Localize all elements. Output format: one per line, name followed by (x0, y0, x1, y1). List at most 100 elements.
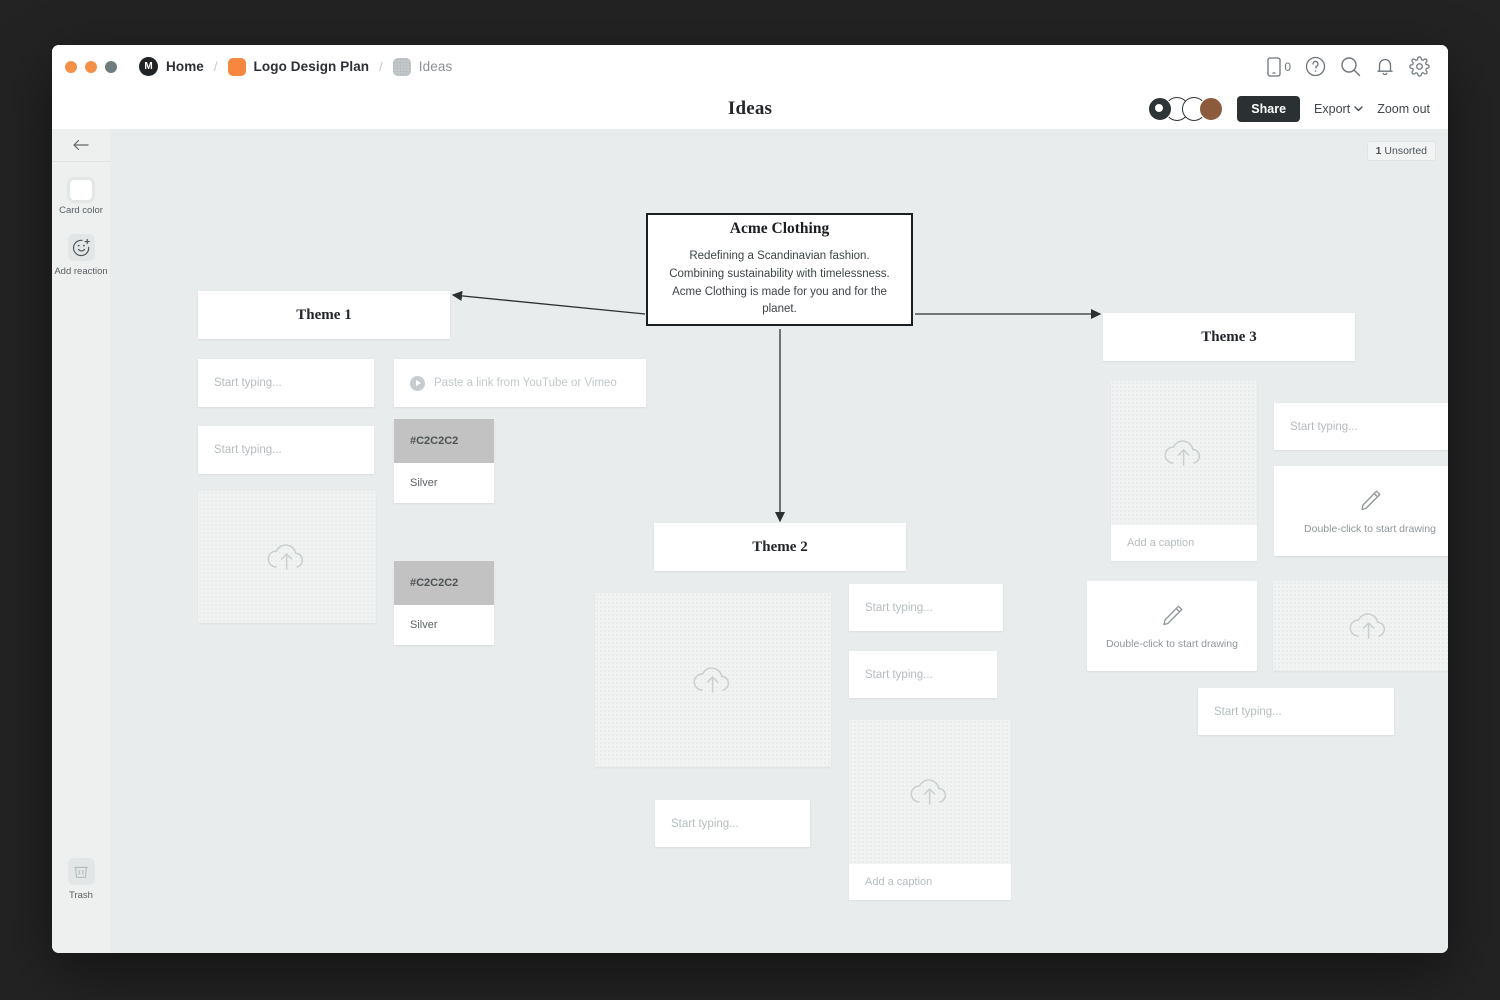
drawing-card-theme3-a[interactable]: Double-click to start drawing (1274, 466, 1448, 556)
tool-add-reaction[interactable]: Add reaction (52, 234, 110, 277)
breadcrumb-label-logo-design-plan: Logo Design Plan (253, 59, 370, 74)
page-title: Ideas (727, 97, 773, 119)
image-drop-zone[interactable] (1111, 381, 1257, 525)
trash-label: Trash (69, 889, 93, 901)
title-bar-actions: 0 (1267, 56, 1430, 77)
gear-icon[interactable] (1409, 56, 1430, 77)
theme-card-1[interactable]: Theme 1 (198, 291, 450, 339)
unsorted-count: 1 (1375, 145, 1382, 157)
root-card-title: Acme Clothing (729, 219, 830, 237)
text-card-theme1-b[interactable]: Start typing... (198, 426, 374, 474)
cloud-upload-icon (1164, 440, 1201, 466)
breadcrumb-item-home[interactable]: M Home (139, 57, 204, 76)
export-button[interactable]: Export (1314, 102, 1363, 116)
root-card-acme-clothing[interactable]: Acme Clothing Redefining a Scandinavian … (646, 213, 913, 326)
pencil-icon (1163, 605, 1183, 625)
breadcrumb-label-ideas: Ideas (418, 59, 453, 74)
image-caption-theme2[interactable]: Add a caption (849, 864, 1011, 900)
image-card-theme3-captioned[interactable]: Add a caption (1111, 381, 1257, 561)
text-card-theme3-a[interactable]: Start typing... (1274, 403, 1448, 450)
breadcrumb-item-logo-design-plan[interactable]: Logo Design Plan (227, 57, 370, 76)
placeholder-start-typing: Start typing... (1214, 705, 1282, 718)
connector-root-to-theme1 (451, 290, 646, 315)
cloud-upload-icon (1349, 613, 1386, 639)
text-card-theme3-b[interactable]: Start typing... (1198, 688, 1394, 735)
image-drop-zone[interactable] (849, 720, 1011, 864)
text-card-theme2-a[interactable]: Start typing... (849, 584, 1003, 631)
cloud-upload-icon (910, 779, 947, 805)
tool-label-add-reaction: Add reaction (54, 266, 108, 278)
play-circle-icon (410, 375, 425, 391)
orange-board-icon (227, 57, 246, 76)
breadcrumb-separator: / (379, 59, 383, 74)
text-card-theme1-a[interactable]: Start typing... (198, 359, 374, 407)
milanote-logo-icon: M (139, 57, 158, 76)
placeholder-start-typing: Start typing... (865, 601, 933, 614)
image-caption-theme3[interactable]: Add a caption (1111, 525, 1257, 561)
placeholder-start-typing: Start typing... (214, 377, 282, 389)
text-card-theme2-b[interactable]: Start typing... (849, 651, 997, 698)
cloud-upload-icon (693, 667, 730, 693)
collaborator-avatars[interactable] (1148, 96, 1224, 121)
link-card-theme1[interactable]: Paste a link from YouTube or Vimeo (394, 359, 646, 407)
theme-card-3[interactable]: Theme 3 (1103, 313, 1355, 361)
title-bar: M Home / Logo Design Plan / Ideas (52, 45, 1448, 88)
help-icon[interactable] (1305, 56, 1326, 77)
chevron-down-icon (1354, 105, 1363, 111)
color-swatch-card-2[interactable]: #C2C2C2 Silver (394, 561, 494, 645)
placeholder-start-typing: Start typing... (1290, 420, 1358, 433)
app-window: M Home / Logo Design Plan / Ideas (52, 45, 1448, 953)
unsorted-label: Unsorted (1384, 145, 1427, 157)
export-label: Export (1314, 101, 1351, 116)
unsorted-badge[interactable]: 1 Unsorted (1366, 141, 1436, 161)
breadcrumb-separator: / (213, 59, 218, 74)
image-card-theme2-captioned[interactable]: Add a caption (849, 720, 1011, 900)
avatar[interactable] (1199, 96, 1224, 121)
color-swatch-card-1[interactable]: #C2C2C2 Silver (394, 419, 494, 503)
placeholder-start-typing: Start typing... (865, 668, 933, 681)
cloud-upload-icon (267, 544, 304, 570)
swatch-name-1: Silver (394, 463, 494, 503)
arrow-left-icon (73, 139, 89, 151)
tool-card-color[interactable]: Card color (52, 180, 110, 216)
color-swatch-icon (70, 180, 92, 200)
zoom-out-button[interactable]: Zoom out (1377, 101, 1430, 116)
mobile-icon[interactable]: 0 (1267, 56, 1291, 77)
theme-3-title: Theme 3 (1201, 328, 1257, 345)
breadcrumb: M Home / Logo Design Plan / Ideas (139, 57, 452, 76)
maximize-window-button[interactable] (105, 60, 117, 73)
close-window-button[interactable] (65, 60, 77, 73)
image-card-theme3-b[interactable] (1273, 581, 1448, 671)
theme-2-title: Theme 2 (752, 538, 808, 555)
emoji-plus-icon (67, 234, 95, 262)
theme-1-title: Theme 1 (296, 306, 352, 323)
image-card-theme1[interactable] (198, 491, 376, 623)
bell-icon[interactable] (1375, 56, 1395, 77)
drawing-card-theme3-b[interactable]: Double-click to start drawing (1087, 581, 1257, 671)
canvas-toolbar: Ideas Share Export Zoom out (52, 88, 1448, 130)
pencil-icon (1361, 490, 1381, 510)
back-button[interactable] (52, 129, 110, 162)
trash-button[interactable]: Trash (52, 857, 110, 901)
canvas-toolbar-actions: Share Export Zoom out (1148, 95, 1430, 122)
swatch-hex-1: #C2C2C2 (394, 419, 494, 463)
window-controls (65, 60, 117, 73)
avatar[interactable] (1148, 96, 1173, 121)
gray-board-icon (392, 57, 411, 76)
theme-card-2[interactable]: Theme 2 (654, 523, 906, 571)
placeholder-start-typing: Start typing... (671, 817, 739, 830)
text-card-theme2-c[interactable]: Start typing... (655, 800, 810, 847)
drawing-hint: Double-click to start drawing (1304, 522, 1436, 535)
drawing-hint: Double-click to start drawing (1106, 637, 1238, 650)
breadcrumb-item-ideas[interactable]: Ideas (392, 57, 453, 76)
breadcrumb-label-home: Home (166, 59, 204, 74)
trash-icon (67, 857, 95, 885)
board-canvas[interactable]: 1 Unsorted Acme Clothing Redefining a Sc… (110, 129, 1448, 953)
search-icon[interactable] (1340, 56, 1361, 77)
minimize-window-button[interactable] (85, 60, 97, 73)
image-card-theme2-large[interactable] (595, 593, 831, 767)
mobile-count: 0 (1284, 59, 1291, 74)
share-button[interactable]: Share (1237, 95, 1301, 122)
tool-label-card-color: Card color (59, 205, 103, 216)
